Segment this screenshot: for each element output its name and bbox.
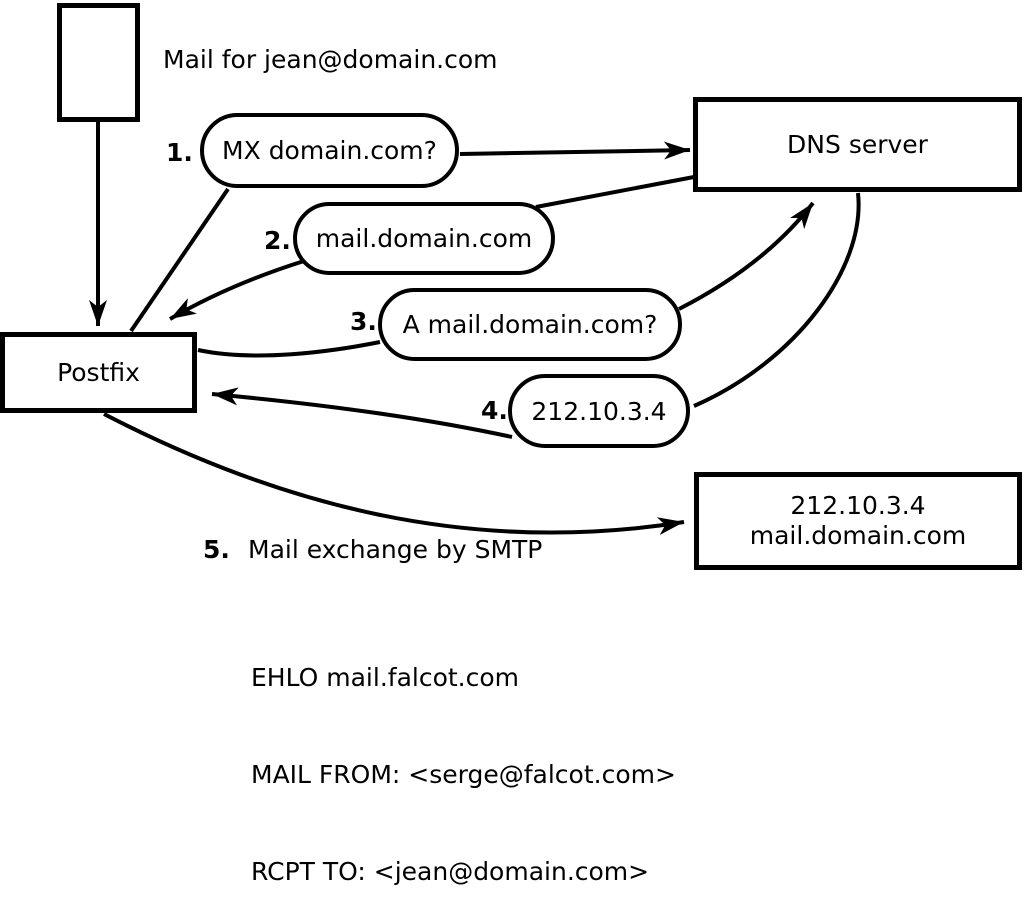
arrow-a-query-to-dns [678,201,815,311]
smtp-session-transcript: EHLO mail.falcot.com MAIL FROM: <serge@f… [251,597,676,919]
arrow-mx-response-to-postfix [168,259,305,321]
mail-for-caption: Mail for jean@domain.com [163,45,498,74]
dns-server-label: DNS server [787,129,928,159]
smtp-exchange-caption: Mail exchange by SMTP [248,535,543,564]
step-number-5: 5. [203,535,230,564]
line-dns-to-a-response [693,192,861,408]
line-postfix-to-mx-query [129,187,230,333]
step-number-1: 1. [166,138,193,167]
pill-mx-response-label: mail.domain.com [315,224,533,253]
step-number-2: 2. [264,226,291,255]
pill-mx-query: MX domain.com? [200,113,459,188]
pill-a-response-label: 212.10.3.4 [531,396,667,426]
mail-server-ip: 212.10.3.4 [790,491,926,520]
pill-a-query: A mail.domain.com? [378,288,682,361]
pill-mx-query-label: MX domain.com? [222,136,437,165]
line-dns-to-mx-response [535,175,695,209]
pill-a-query-label: A mail.domain.com? [402,310,658,339]
mail-server-node: 212.10.3.4 mail.domain.com [694,472,1022,570]
step-number-3: 3. [350,307,377,336]
smtp-line-mail-from: MAIL FROM: <serge@falcot.com> [251,760,676,790]
smtp-line-rcpt-to: RCPT TO: <jean@domain.com> [251,857,650,887]
pill-a-response: 212.10.3.4 [508,374,690,448]
postfix-label: Postfix [57,357,140,387]
dns-server-node: DNS server [693,97,1022,192]
arrow-mx-query-to-dns [459,141,691,160]
step-number-4: 4. [481,396,508,425]
pill-mx-response: mail.domain.com [293,202,555,275]
postfix-node: Postfix [0,332,197,413]
smtp-line-ehlo: EHLO mail.falcot.com [251,662,520,692]
line-postfix-to-a-query [197,340,381,358]
envelope-node [57,3,140,122]
mail-server-hostname: mail.domain.com [749,521,967,550]
arrow-a-response-to-postfix [211,387,513,439]
